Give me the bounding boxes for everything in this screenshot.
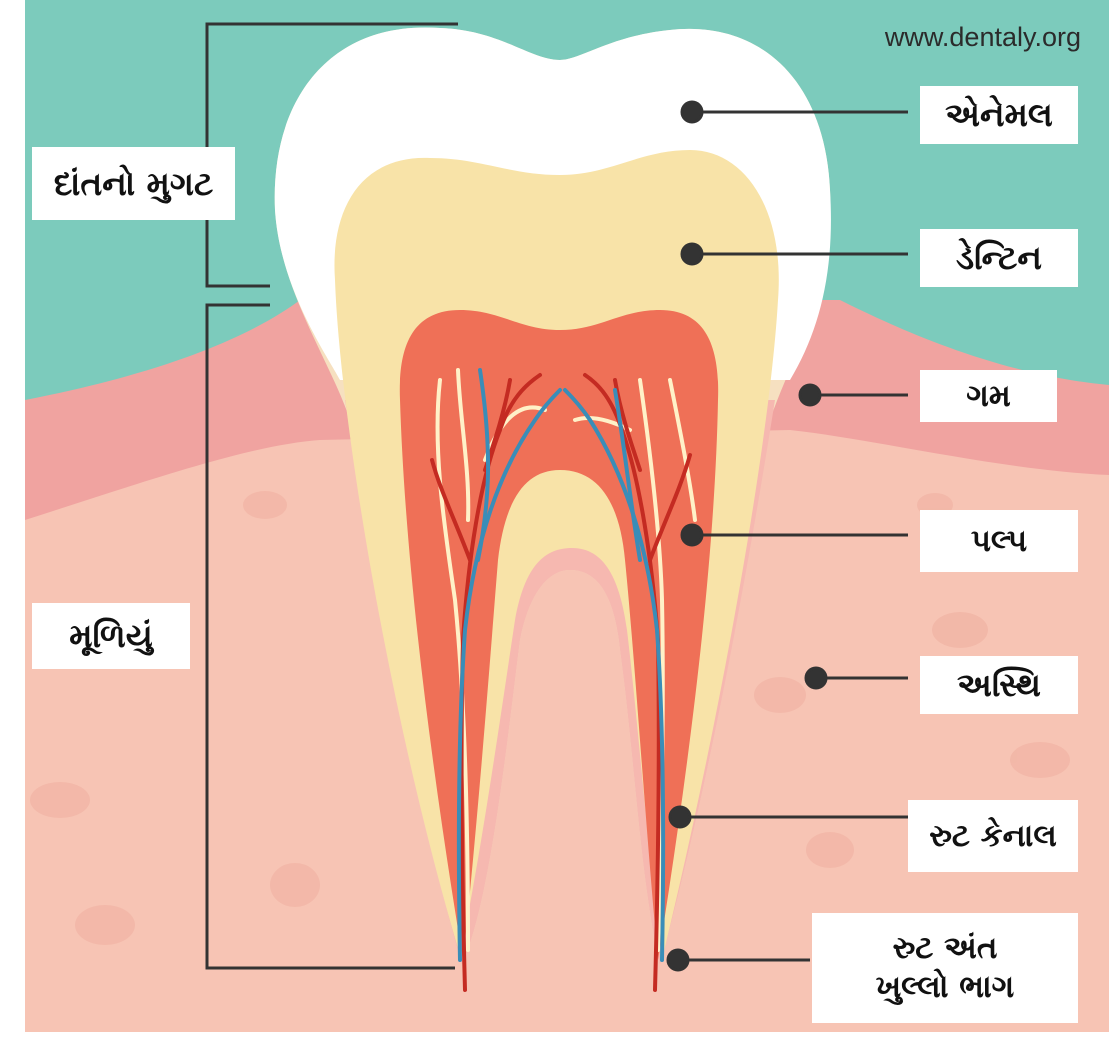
label-bone: અસ્થિ — [920, 656, 1078, 714]
label-pulp: પલ્પ — [920, 510, 1078, 572]
label-root-canal-text: રુટ કેનાલ — [929, 817, 1057, 856]
label-enamel-text: એનેમલ — [945, 94, 1053, 135]
label-bone-text: અસ્થિ — [957, 664, 1041, 705]
label-apex-line1: રુટ અંત — [893, 929, 998, 968]
label-apex: રુટ અંત ખુલ્લો ભાગ — [812, 913, 1078, 1023]
label-crown-text: દાંતનો મુગટ — [54, 163, 213, 204]
label-root-canal: રુટ કેનાલ — [908, 800, 1078, 872]
label-root: મૂળિયું — [32, 603, 190, 669]
label-gum-text: ગમ — [966, 377, 1011, 416]
watermark: www.dentaly.org — [885, 22, 1081, 53]
label-apex-line2: ખુલ્લો ભાગ — [876, 968, 1015, 1007]
label-root-text: મૂળિયું — [69, 615, 153, 656]
label-gum: ગમ — [920, 370, 1057, 422]
label-dentin-text: ડેન્ટિન — [956, 237, 1042, 278]
label-dentin: ડેન્ટિન — [920, 229, 1078, 287]
label-pulp-text: પલ્પ — [971, 522, 1027, 561]
label-enamel: એનેમલ — [920, 86, 1078, 144]
label-crown: દાંતનો મુગટ — [32, 147, 235, 220]
